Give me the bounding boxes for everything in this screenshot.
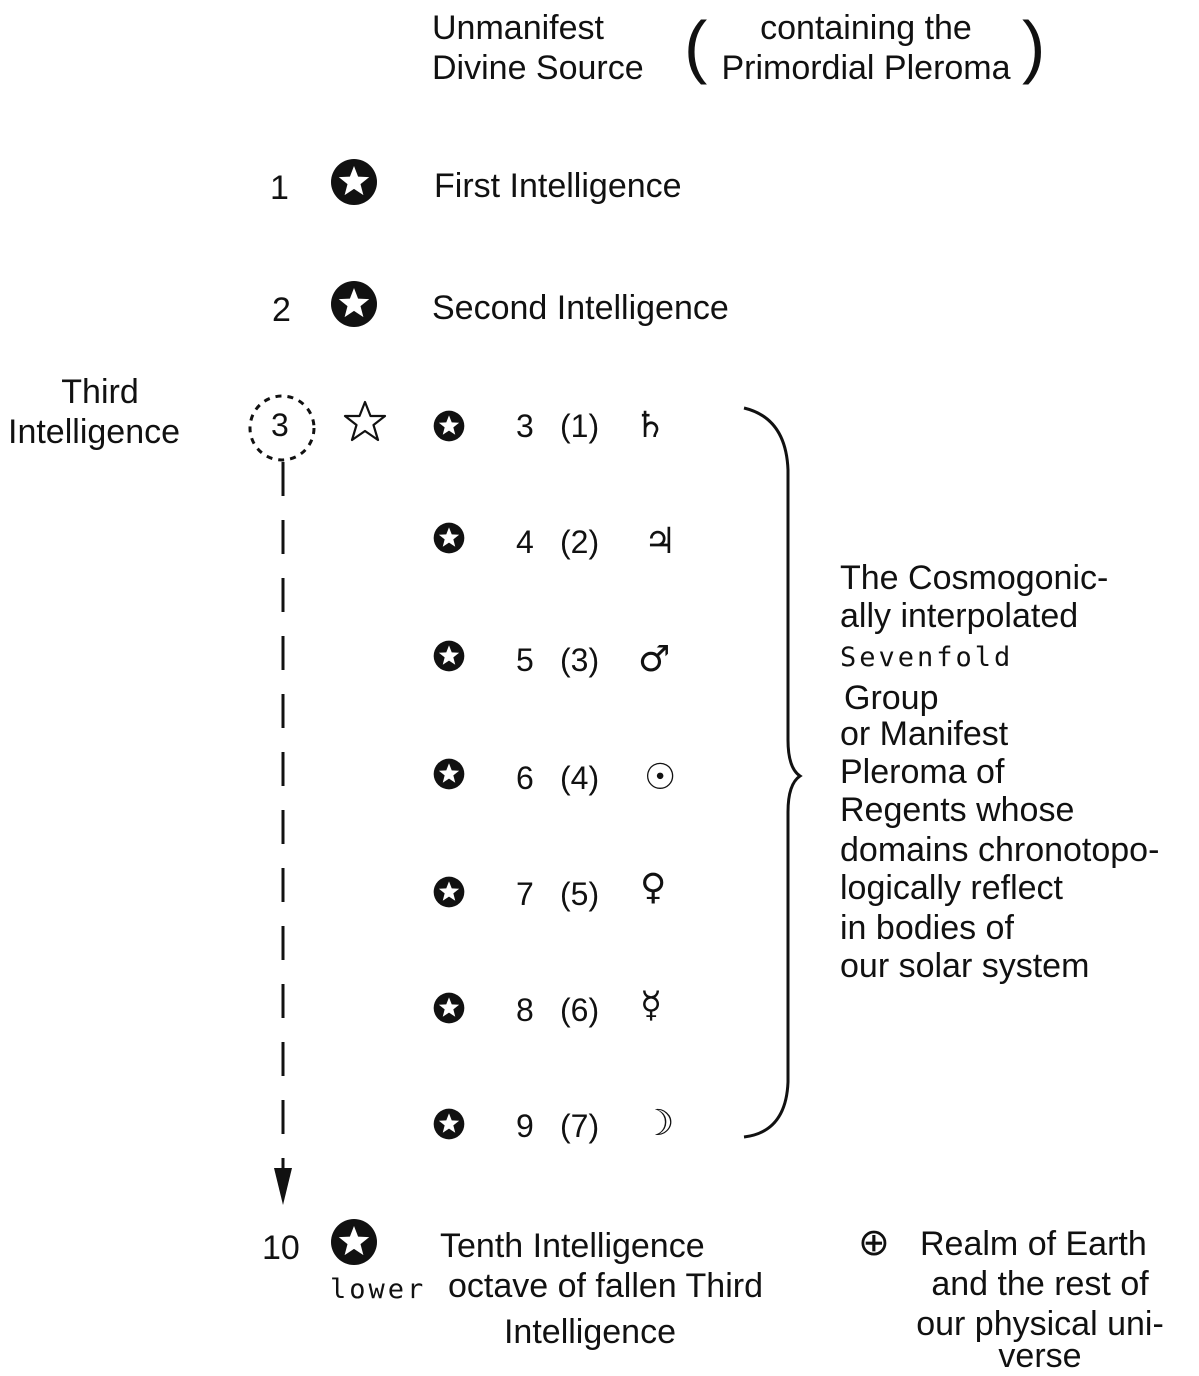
description-line: or Manifest — [840, 715, 1009, 753]
hollow-star-icon — [343, 400, 387, 442]
jupiter-icon: ♃ — [644, 521, 677, 562]
source-label-line1: Unmanifest — [432, 9, 604, 47]
left-paren: ( — [684, 7, 708, 85]
mercury-icon: ☿ — [640, 985, 663, 1026]
mars-icon: ♂ — [638, 639, 671, 680]
star-circle-icon — [433, 758, 465, 790]
description-line: ally interpolated — [840, 597, 1079, 635]
description-line: logically reflect — [840, 869, 1063, 907]
regent-number: 7 — [516, 876, 534, 912]
intelligence-number-2: 2 — [272, 291, 291, 329]
earth-label-line1: Realm of Earth — [920, 1225, 1147, 1263]
tenth-intelligence-number: 10 — [262, 1229, 300, 1267]
first-intelligence-label: First Intelligence — [434, 167, 682, 205]
third-intelligence-label-line1: Third — [61, 373, 139, 411]
star-circle-icon — [433, 876, 465, 908]
earth-label-line3: our physical uni- — [916, 1305, 1164, 1343]
tenth-intelligence-label: Tenth Intelligence — [440, 1227, 705, 1265]
description-line: domains chronotopo- — [840, 831, 1160, 869]
tenth-sub-prefix: lower — [330, 1274, 427, 1305]
star-circle-icon — [433, 640, 465, 672]
regent-index: (3) — [560, 642, 600, 678]
third-intelligence-label-line2: Intelligence — [8, 413, 181, 451]
regent-number: 5 — [516, 642, 534, 678]
regent-index: (2) — [560, 524, 600, 560]
regent-number: 3 — [516, 408, 534, 444]
regent-number: 8 — [516, 992, 534, 1028]
source-label-line2: Divine Source — [432, 49, 644, 87]
star-circle-icon — [433, 522, 465, 554]
star-circle-icon — [433, 410, 465, 442]
regent-number: 6 — [516, 760, 534, 796]
curly-brace — [743, 406, 803, 1139]
arrowhead — [274, 1168, 292, 1205]
tenth-sub-label-line2: Intelligence — [503, 1313, 676, 1351]
regent-index: (1) — [560, 408, 600, 444]
regent-index: (5) — [560, 876, 600, 912]
earth-label-line4: verse — [998, 1337, 1082, 1375]
second-intelligence-label: Second Intelligence — [432, 289, 729, 327]
saturn-icon: ♄ — [634, 405, 667, 446]
description-line: Group — [844, 679, 939, 717]
description-line: The Cosmogonic- — [840, 559, 1109, 597]
description-line: Sevenfold — [840, 642, 1014, 673]
regent-index: (6) — [560, 992, 600, 1028]
tenth-sub-label: octave of fallen Third — [448, 1267, 763, 1305]
third-intelligence-number: 3 — [271, 407, 289, 443]
description-line: Pleroma of — [840, 753, 1005, 791]
description-line: Regents whose — [840, 791, 1075, 829]
moon-icon: ☽ — [642, 1103, 675, 1144]
right-paren: ) — [1022, 7, 1046, 85]
star-circle-icon — [433, 992, 465, 1024]
sun-icon: ☉ — [644, 757, 677, 798]
dashed-circle — [248, 394, 316, 462]
pleroma-label-line1: containing the — [760, 9, 972, 47]
star-circle-icon — [433, 1108, 465, 1140]
regent-index: (4) — [560, 760, 600, 796]
earth-label-line2: and the rest of — [931, 1265, 1149, 1303]
regent-index: (7) — [560, 1108, 600, 1144]
pleroma-label-line2: Primordial Pleroma — [721, 49, 1011, 87]
regent-number: 9 — [516, 1108, 534, 1144]
venus-icon: ♀ — [640, 867, 667, 908]
star-circle-icon — [330, 1218, 378, 1266]
description-line: our solar system — [840, 947, 1090, 985]
description-line: in bodies of — [840, 909, 1014, 947]
earth-icon: ⊕ — [858, 1220, 890, 1264]
regent-number: 4 — [516, 524, 534, 560]
intelligence-number-1: 1 — [270, 169, 289, 207]
